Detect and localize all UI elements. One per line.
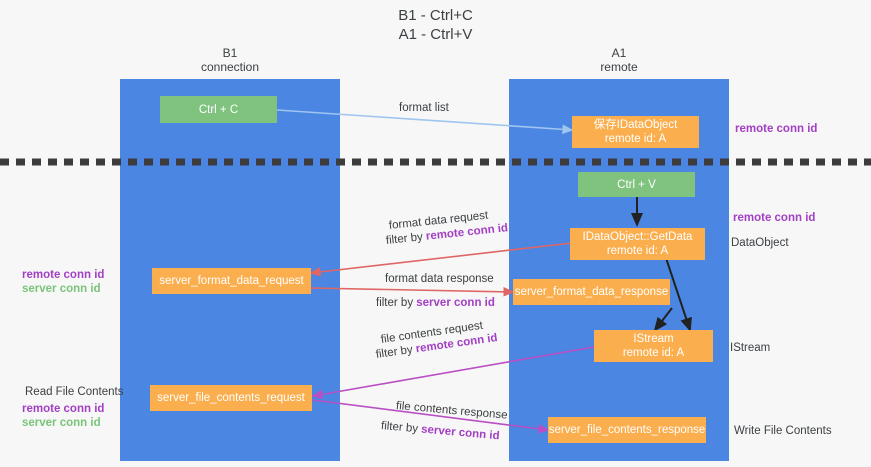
node-server-file-contents-response-label: server_file_contents_response bbox=[548, 424, 706, 436]
arrow-format-data-response bbox=[310, 287, 515, 297]
node-idataobject-getdata[interactable]: IDataObject::GetData remote id: A bbox=[570, 228, 705, 260]
page-title: B1 - Ctrl+C A1 - Ctrl+V bbox=[0, 6, 871, 44]
column-header-b1: B1 connection bbox=[120, 46, 340, 74]
node-getdata-line1: IDataObject::GetData bbox=[582, 231, 693, 243]
filter-prefix: filter by bbox=[380, 420, 422, 436]
left-label-remote-conn-id-mid: remote conn id bbox=[22, 269, 105, 281]
node-istream[interactable]: IStream remote id: A bbox=[594, 330, 713, 362]
node-getdata-line2: remote id: A bbox=[606, 245, 669, 257]
left-label-remote-conn-id-bottom: remote conn id bbox=[22, 403, 105, 415]
node-istream-line1: IStream bbox=[633, 333, 674, 345]
label-format-list: format list bbox=[399, 102, 449, 114]
node-ctrl-v[interactable]: Ctrl + V bbox=[578, 172, 695, 197]
filter-prefix: filter by bbox=[376, 297, 417, 309]
label-file-contents-response-filter: filter by server conn id bbox=[380, 419, 500, 444]
node-ctrl-v-label: Ctrl + V bbox=[617, 178, 656, 191]
node-server-format-data-response-label: server_format_data_response bbox=[514, 286, 669, 298]
node-server-file-contents-request-label: server_file_contents_request bbox=[157, 392, 305, 404]
label-file-contents-response: file contents response bbox=[395, 400, 509, 422]
node-ctrl-c-label: Ctrl + C bbox=[198, 103, 239, 116]
column-b1-sub: connection bbox=[200, 60, 260, 74]
left-label-server-conn-id-bottom: server conn id bbox=[22, 417, 101, 429]
node-istream-line2: remote id: A bbox=[622, 347, 685, 359]
column-a1-name: A1 bbox=[611, 46, 627, 60]
filter-prefix: filter by bbox=[375, 343, 417, 361]
left-label-server-conn-id-mid: server conn id bbox=[22, 283, 101, 295]
node-save-idataobject-line2: remote id: A bbox=[604, 133, 667, 145]
right-label-remote-conn-id-top: remote conn id bbox=[735, 123, 818, 135]
node-server-format-data-request-label: server_format_data_request bbox=[159, 275, 304, 287]
column-header-a1: A1 remote bbox=[509, 46, 729, 74]
filter-key: server conn id bbox=[420, 423, 501, 443]
title-line-2: A1 - Ctrl+V bbox=[398, 26, 473, 43]
title-line-1: B1 - Ctrl+C bbox=[398, 7, 473, 24]
node-server-file-contents-request[interactable]: server_file_contents_request bbox=[150, 385, 312, 411]
node-save-idataobject[interactable]: 保存IDataObject remote id: A bbox=[572, 116, 699, 148]
node-save-idataobject-line1: 保存IDataObject bbox=[593, 119, 678, 131]
column-b1-name: B1 bbox=[222, 46, 238, 60]
filter-key: server conn id bbox=[416, 297, 495, 309]
node-server-format-data-request[interactable]: server_format_data_request bbox=[152, 268, 311, 294]
right-label-remote-conn-id-mid: remote conn id bbox=[733, 212, 816, 224]
node-server-file-contents-response[interactable]: server_file_contents_response bbox=[548, 417, 706, 443]
node-ctrl-c[interactable]: Ctrl + C bbox=[160, 96, 277, 123]
column-a1-sub: remote bbox=[600, 60, 638, 74]
label-format-data-response-filter: filter by server conn id bbox=[376, 296, 495, 311]
right-label-istream: IStream bbox=[730, 342, 771, 354]
filter-prefix: filter by bbox=[385, 230, 427, 247]
right-label-write-file-contents: Write File Contents bbox=[734, 425, 832, 437]
right-label-dataobject: DataObject bbox=[731, 237, 789, 249]
node-server-format-data-response[interactable]: server_format_data_response bbox=[513, 279, 670, 305]
left-label-read-file-contents: Read File Contents bbox=[25, 386, 124, 398]
label-format-data-response: format data response bbox=[385, 273, 494, 285]
